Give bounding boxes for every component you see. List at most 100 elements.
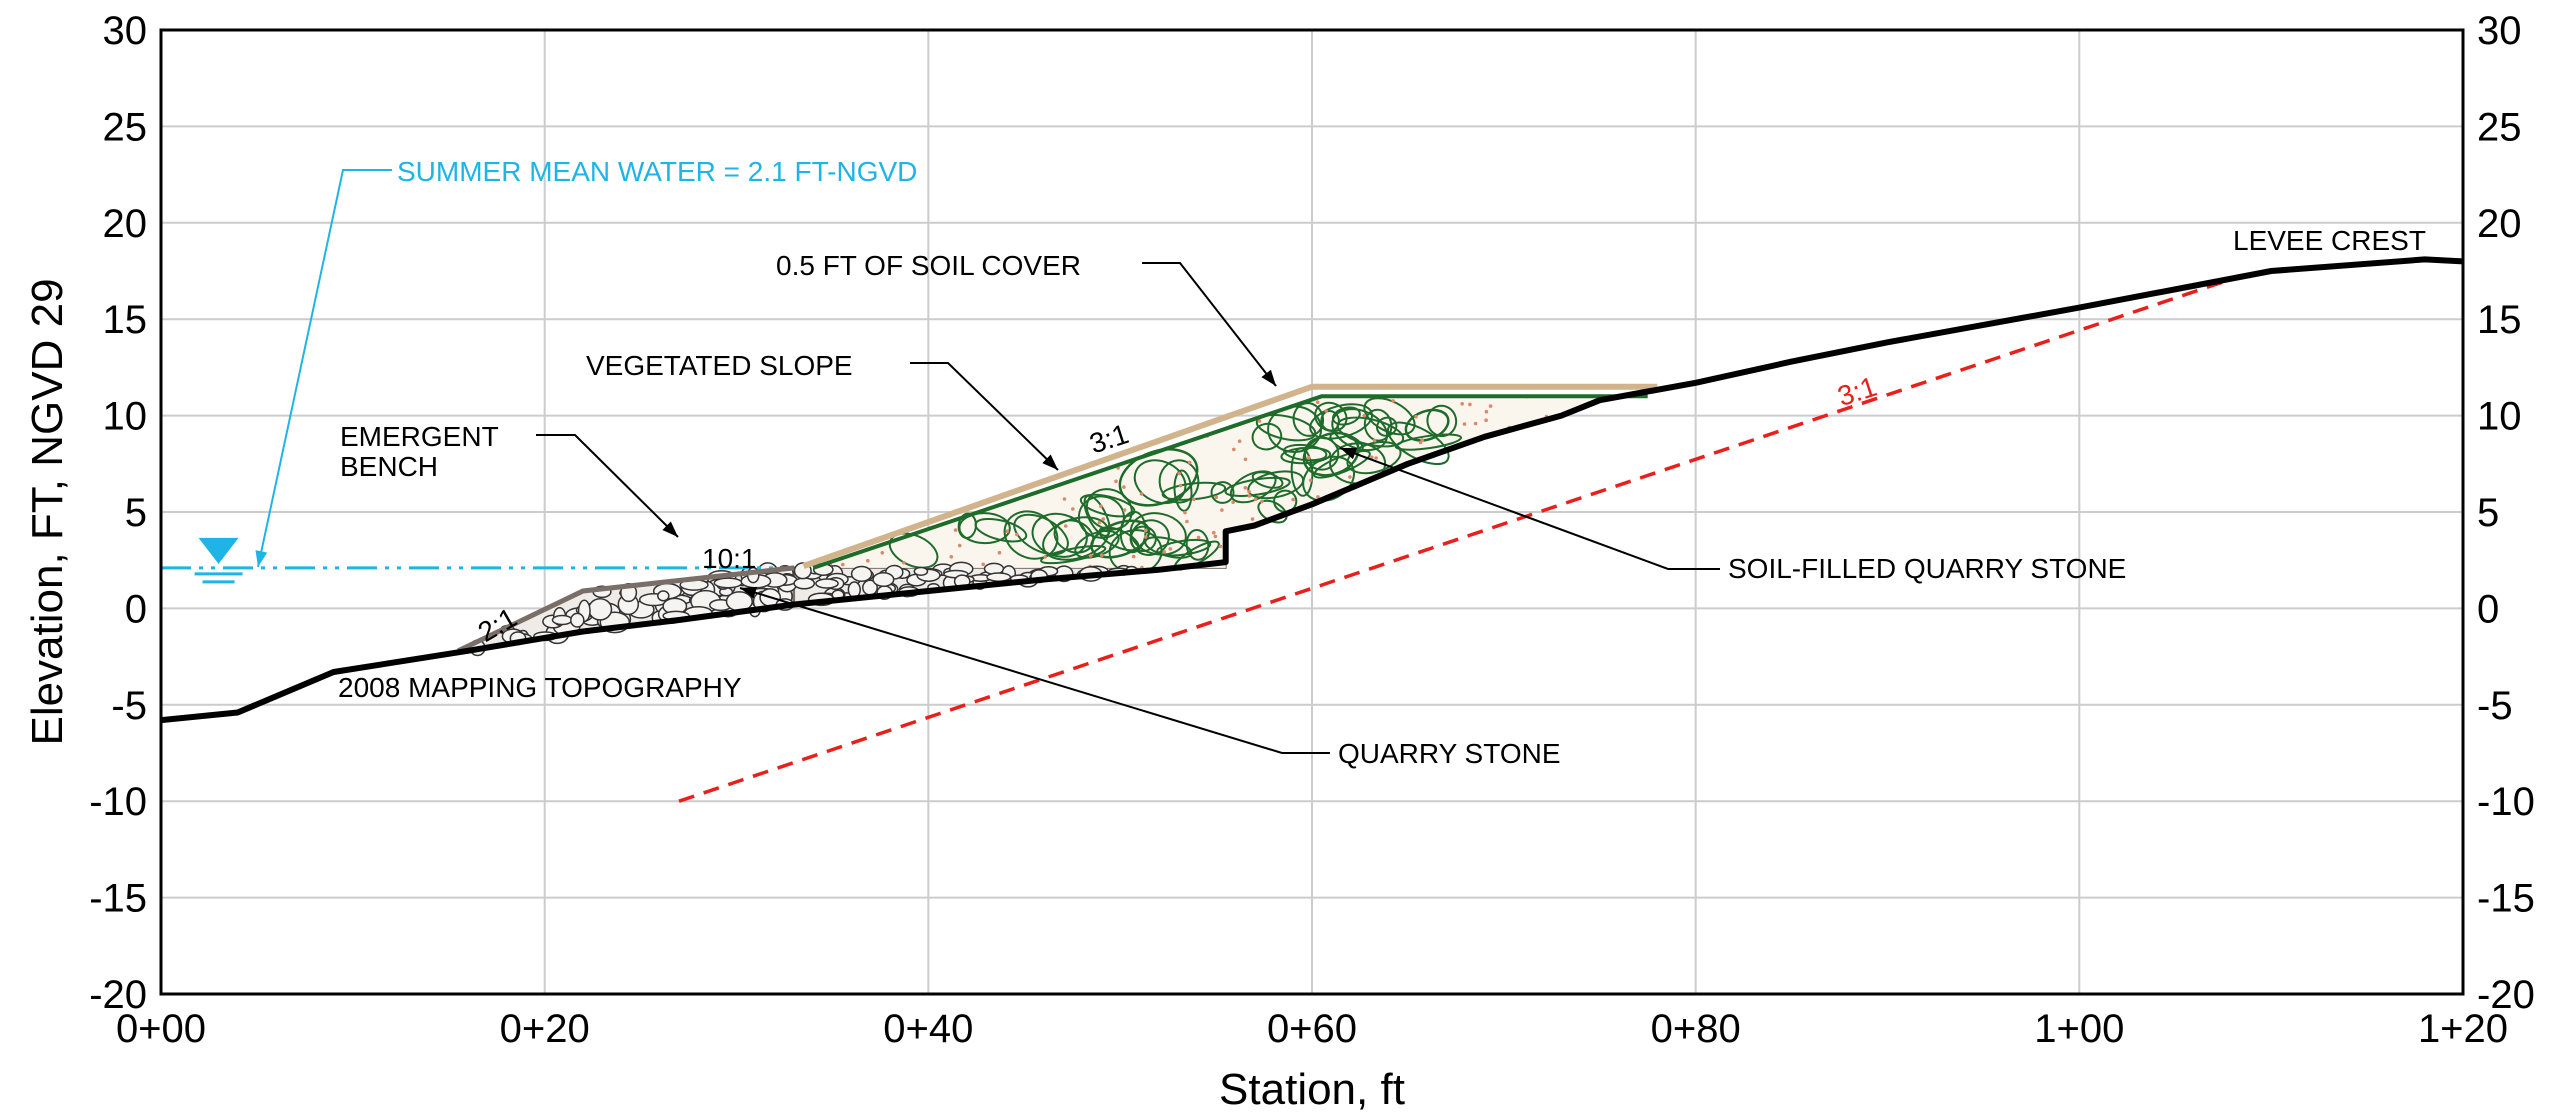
soil-dot — [997, 550, 1002, 555]
soil-dot — [1139, 492, 1144, 496]
design-slope-line — [678, 277, 2234, 803]
soil-dot — [1370, 455, 1374, 460]
topography-label: 2008 MAPPING TOPOGRAPHY — [338, 672, 742, 703]
soil-filled-quarry-label: SOIL-FILLED QUARRY STONE — [1728, 553, 2126, 584]
emergent-bench-label-2: BENCH — [340, 451, 438, 482]
soil-dot — [1143, 528, 1148, 533]
y-tick-label-right: 30 — [2477, 9, 2522, 53]
y-tick-label-right: 0 — [2477, 587, 2499, 631]
soil-dot — [1484, 409, 1489, 414]
soil-dot — [1177, 471, 1181, 476]
soil-cover-leader — [1142, 262, 1277, 387]
soil-dot — [1187, 460, 1192, 465]
soil-dot — [1420, 438, 1424, 442]
soil-dot — [1099, 504, 1103, 509]
soil-dot — [1247, 494, 1252, 498]
vegetated-slope-label: VEGETATED SLOPE — [586, 350, 853, 381]
y-tick-label-left: 20 — [103, 202, 148, 246]
soil-dot — [902, 560, 906, 565]
soil-dot — [1250, 517, 1255, 521]
y-tick-label-right: -20 — [2477, 973, 2535, 1017]
series-lines — [161, 256, 2463, 803]
soil-dot — [1162, 550, 1167, 554]
quarry-stone-label: QUARRY STONE — [1338, 738, 1561, 769]
slope-3-1-design-label: 3:1 — [1834, 371, 1881, 413]
soil-dot — [1214, 495, 1218, 500]
stone-texture — [469, 394, 1549, 657]
vegetated-slope-line — [812, 394, 1648, 570]
quarry-stone-leader — [739, 587, 1330, 754]
quarry-stone-leader-head — [740, 586, 758, 599]
quarry-stone-piece — [657, 590, 670, 602]
soil-dot — [1114, 479, 1118, 484]
soil-dot — [1063, 524, 1068, 528]
soil-filled-stone — [1280, 446, 1332, 465]
soil-dot — [1391, 399, 1395, 403]
emergent-bench-leader-head — [662, 521, 678, 537]
soil-dot — [1253, 497, 1258, 502]
soil-dot — [866, 558, 870, 563]
soil-dot — [1218, 544, 1223, 549]
vegetated-slope-leader-head — [1042, 454, 1058, 470]
y-tick-label-left: -10 — [89, 780, 147, 824]
y-tick-label-left: -15 — [89, 877, 147, 921]
water-level-icon — [194, 537, 243, 584]
leader-lines — [255, 169, 1720, 754]
soil-filled-stone — [1040, 545, 1107, 565]
soil-dot — [1192, 497, 1196, 502]
y-tick-label-left: 25 — [103, 105, 148, 149]
soil-dot — [1307, 455, 1311, 460]
y-tick-label-right: 25 — [2477, 105, 2522, 149]
soil-dot — [1231, 500, 1235, 505]
soil-dot — [1348, 475, 1352, 479]
soil-dot — [1468, 402, 1472, 407]
soil-dot — [1071, 507, 1075, 511]
y-tick-label-left: 0 — [125, 587, 147, 631]
soil-dot — [1462, 422, 1467, 426]
soil-dot — [1005, 529, 1010, 533]
soil-filled-leader — [1339, 447, 1720, 570]
x-tick-label: 1+20 — [2418, 1007, 2508, 1051]
soil-filled-stone — [1003, 510, 1059, 560]
y-axis-label: Elevation, FT, NGVD 29 — [23, 278, 72, 745]
soil-filled-stone — [1251, 471, 1284, 489]
plot-frame — [159, 28, 2465, 996]
soil-dot — [1178, 483, 1183, 488]
quarry-stone-piece — [551, 614, 573, 626]
soil-dot — [880, 551, 885, 555]
quarry-stone-piece — [570, 612, 585, 628]
quarry-stone-piece — [913, 566, 929, 577]
soil-dot — [1484, 418, 1488, 423]
soil-filled-stone — [1130, 519, 1170, 556]
y-tick-label-left: 5 — [125, 491, 147, 535]
soil-dot — [949, 555, 954, 559]
soil-dot — [1232, 447, 1236, 452]
soil-dot — [1212, 530, 1216, 535]
soil-dot — [981, 562, 985, 567]
soil-dot — [1324, 409, 1328, 413]
quarry-stone-piece — [872, 571, 895, 588]
soil-dot — [1100, 553, 1104, 558]
soil-dot — [1097, 520, 1102, 525]
soil-dot — [1372, 438, 1377, 443]
soil-filled-stone — [958, 512, 1011, 545]
soil-dot — [1183, 510, 1187, 515]
soil-dot — [1015, 532, 1019, 537]
soil-filled-stone — [1309, 403, 1373, 440]
x-tick-label: 0+00 — [116, 1007, 206, 1051]
quarry-stone-top-line — [457, 565, 795, 654]
soil-filled-stone — [1210, 481, 1235, 504]
quarry-stone-piece — [815, 578, 839, 589]
soil-dot — [1143, 535, 1148, 539]
soil-filled-stone — [1331, 406, 1361, 426]
quarry-stone-piece — [793, 577, 816, 590]
soil-filled-stone — [1386, 421, 1450, 466]
soil-dot — [1243, 486, 1248, 490]
soil-dot — [1260, 499, 1264, 504]
quarry-stone-piece — [587, 597, 613, 621]
soil-dot — [1213, 534, 1218, 539]
soil-cover-line — [802, 383, 1658, 569]
x-tick-label: 1+00 — [2034, 1007, 2124, 1051]
soil-dot — [1315, 400, 1320, 405]
